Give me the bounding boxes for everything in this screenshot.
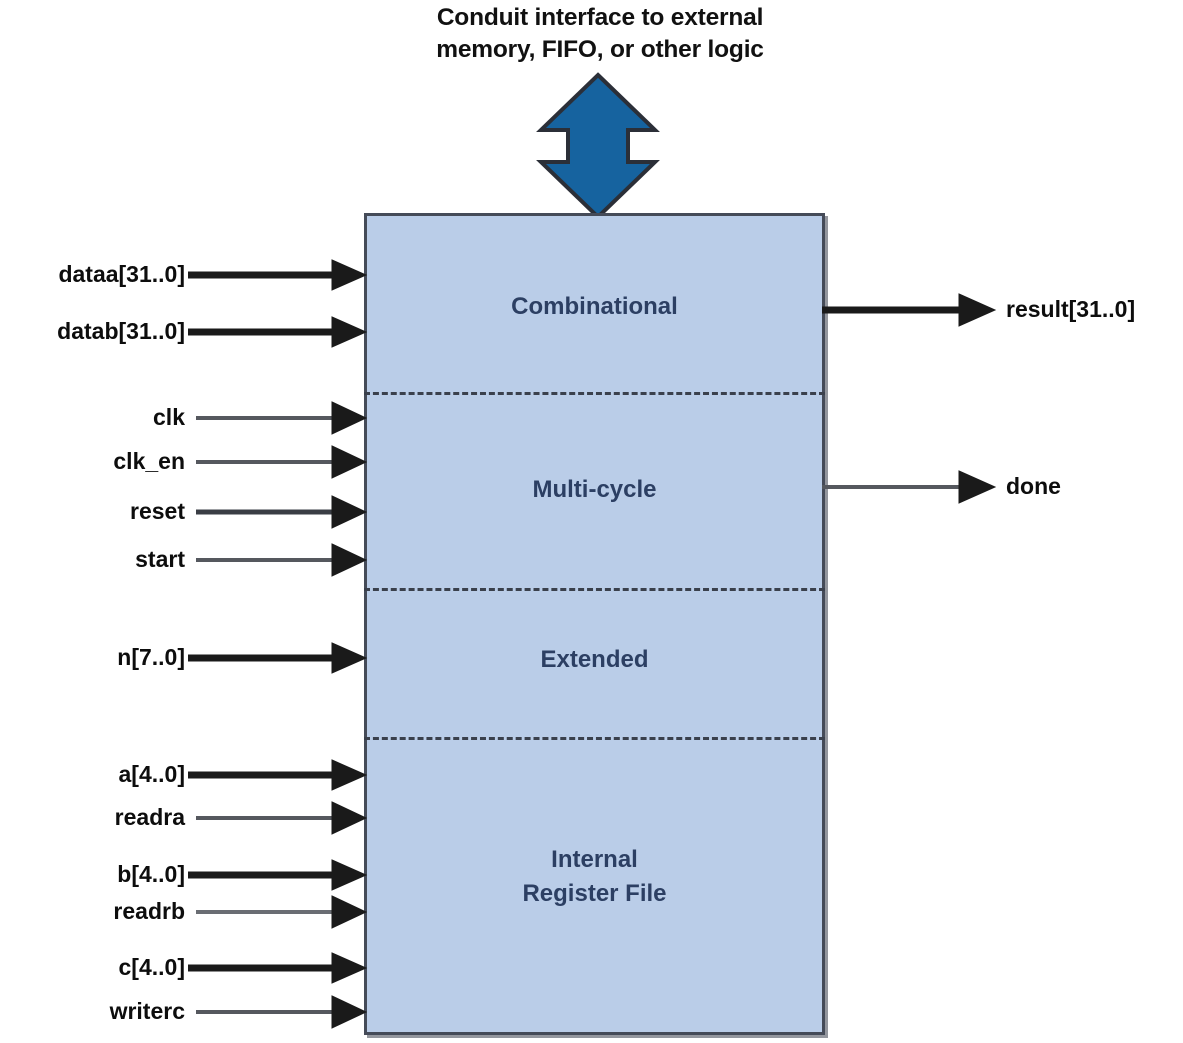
input-arrow-clk-en xyxy=(196,445,368,479)
diagram-title-line-2: memory, FIFO, or other logic xyxy=(436,36,764,63)
port-label-c: c[4..0] xyxy=(118,954,185,980)
port-label-a: a[4..0] xyxy=(118,761,185,787)
input-arrow-clk xyxy=(196,401,368,435)
output-arrow-done xyxy=(822,470,997,504)
port-label-writerc: writerc xyxy=(109,998,185,1024)
output-arrow-result xyxy=(822,293,997,327)
input-arrow-dataa xyxy=(188,259,368,291)
section-label-text: Internal xyxy=(551,846,638,873)
section-label-text: Combinational xyxy=(511,293,678,320)
section-label-text: Multi-cycle xyxy=(532,476,657,503)
input-arrow-writerc xyxy=(196,995,368,1029)
input-arrow-reset xyxy=(196,495,368,529)
input-arrow-start xyxy=(196,543,368,577)
port-label-result: result[31..0] xyxy=(1006,296,1136,322)
port-label-readrb: readrb xyxy=(113,898,185,924)
section-label-extended: Extended xyxy=(364,643,825,677)
port-label-clk: clk xyxy=(153,404,185,430)
input-arrow-datab xyxy=(188,316,368,348)
port-label-datab: datab[31..0] xyxy=(57,318,185,344)
port-label-b: b[4..0] xyxy=(117,861,185,887)
section-divider-extended-registerfile xyxy=(364,737,825,740)
input-arrow-a xyxy=(188,759,368,791)
bidirectional-conduit-arrow xyxy=(536,72,660,220)
section-divider-combinational-multicycle xyxy=(364,392,825,395)
port-label-clk-en: clk_en xyxy=(113,448,185,474)
diagram-title: Conduit interface to external memory, FI… xyxy=(340,2,860,66)
input-arrow-readra xyxy=(196,801,368,835)
port-label-dataa: dataa[31..0] xyxy=(58,261,185,287)
diagram-title-line-1: Conduit interface to external xyxy=(436,4,764,31)
port-label-n: n[7..0] xyxy=(117,644,185,670)
port-label-reset: reset xyxy=(130,498,185,524)
port-label-start: start xyxy=(135,546,185,572)
input-arrow-readrb xyxy=(196,895,368,929)
section-label-multi-cycle: Multi-cycle xyxy=(364,473,825,507)
input-arrow-n xyxy=(188,642,368,674)
section-label-text: Register File xyxy=(522,880,667,907)
input-arrow-c xyxy=(188,952,368,984)
section-label-combinational: Combinational xyxy=(364,290,825,324)
input-arrow-b xyxy=(188,859,368,891)
section-label-internal-register-file: Internal Register File xyxy=(364,843,825,911)
section-divider-multicycle-extended xyxy=(364,588,825,591)
section-label-text: Extended xyxy=(540,646,649,673)
port-label-done: done xyxy=(1006,473,1061,499)
custom-instruction-block xyxy=(364,213,825,1035)
port-label-readra: readra xyxy=(114,804,185,830)
